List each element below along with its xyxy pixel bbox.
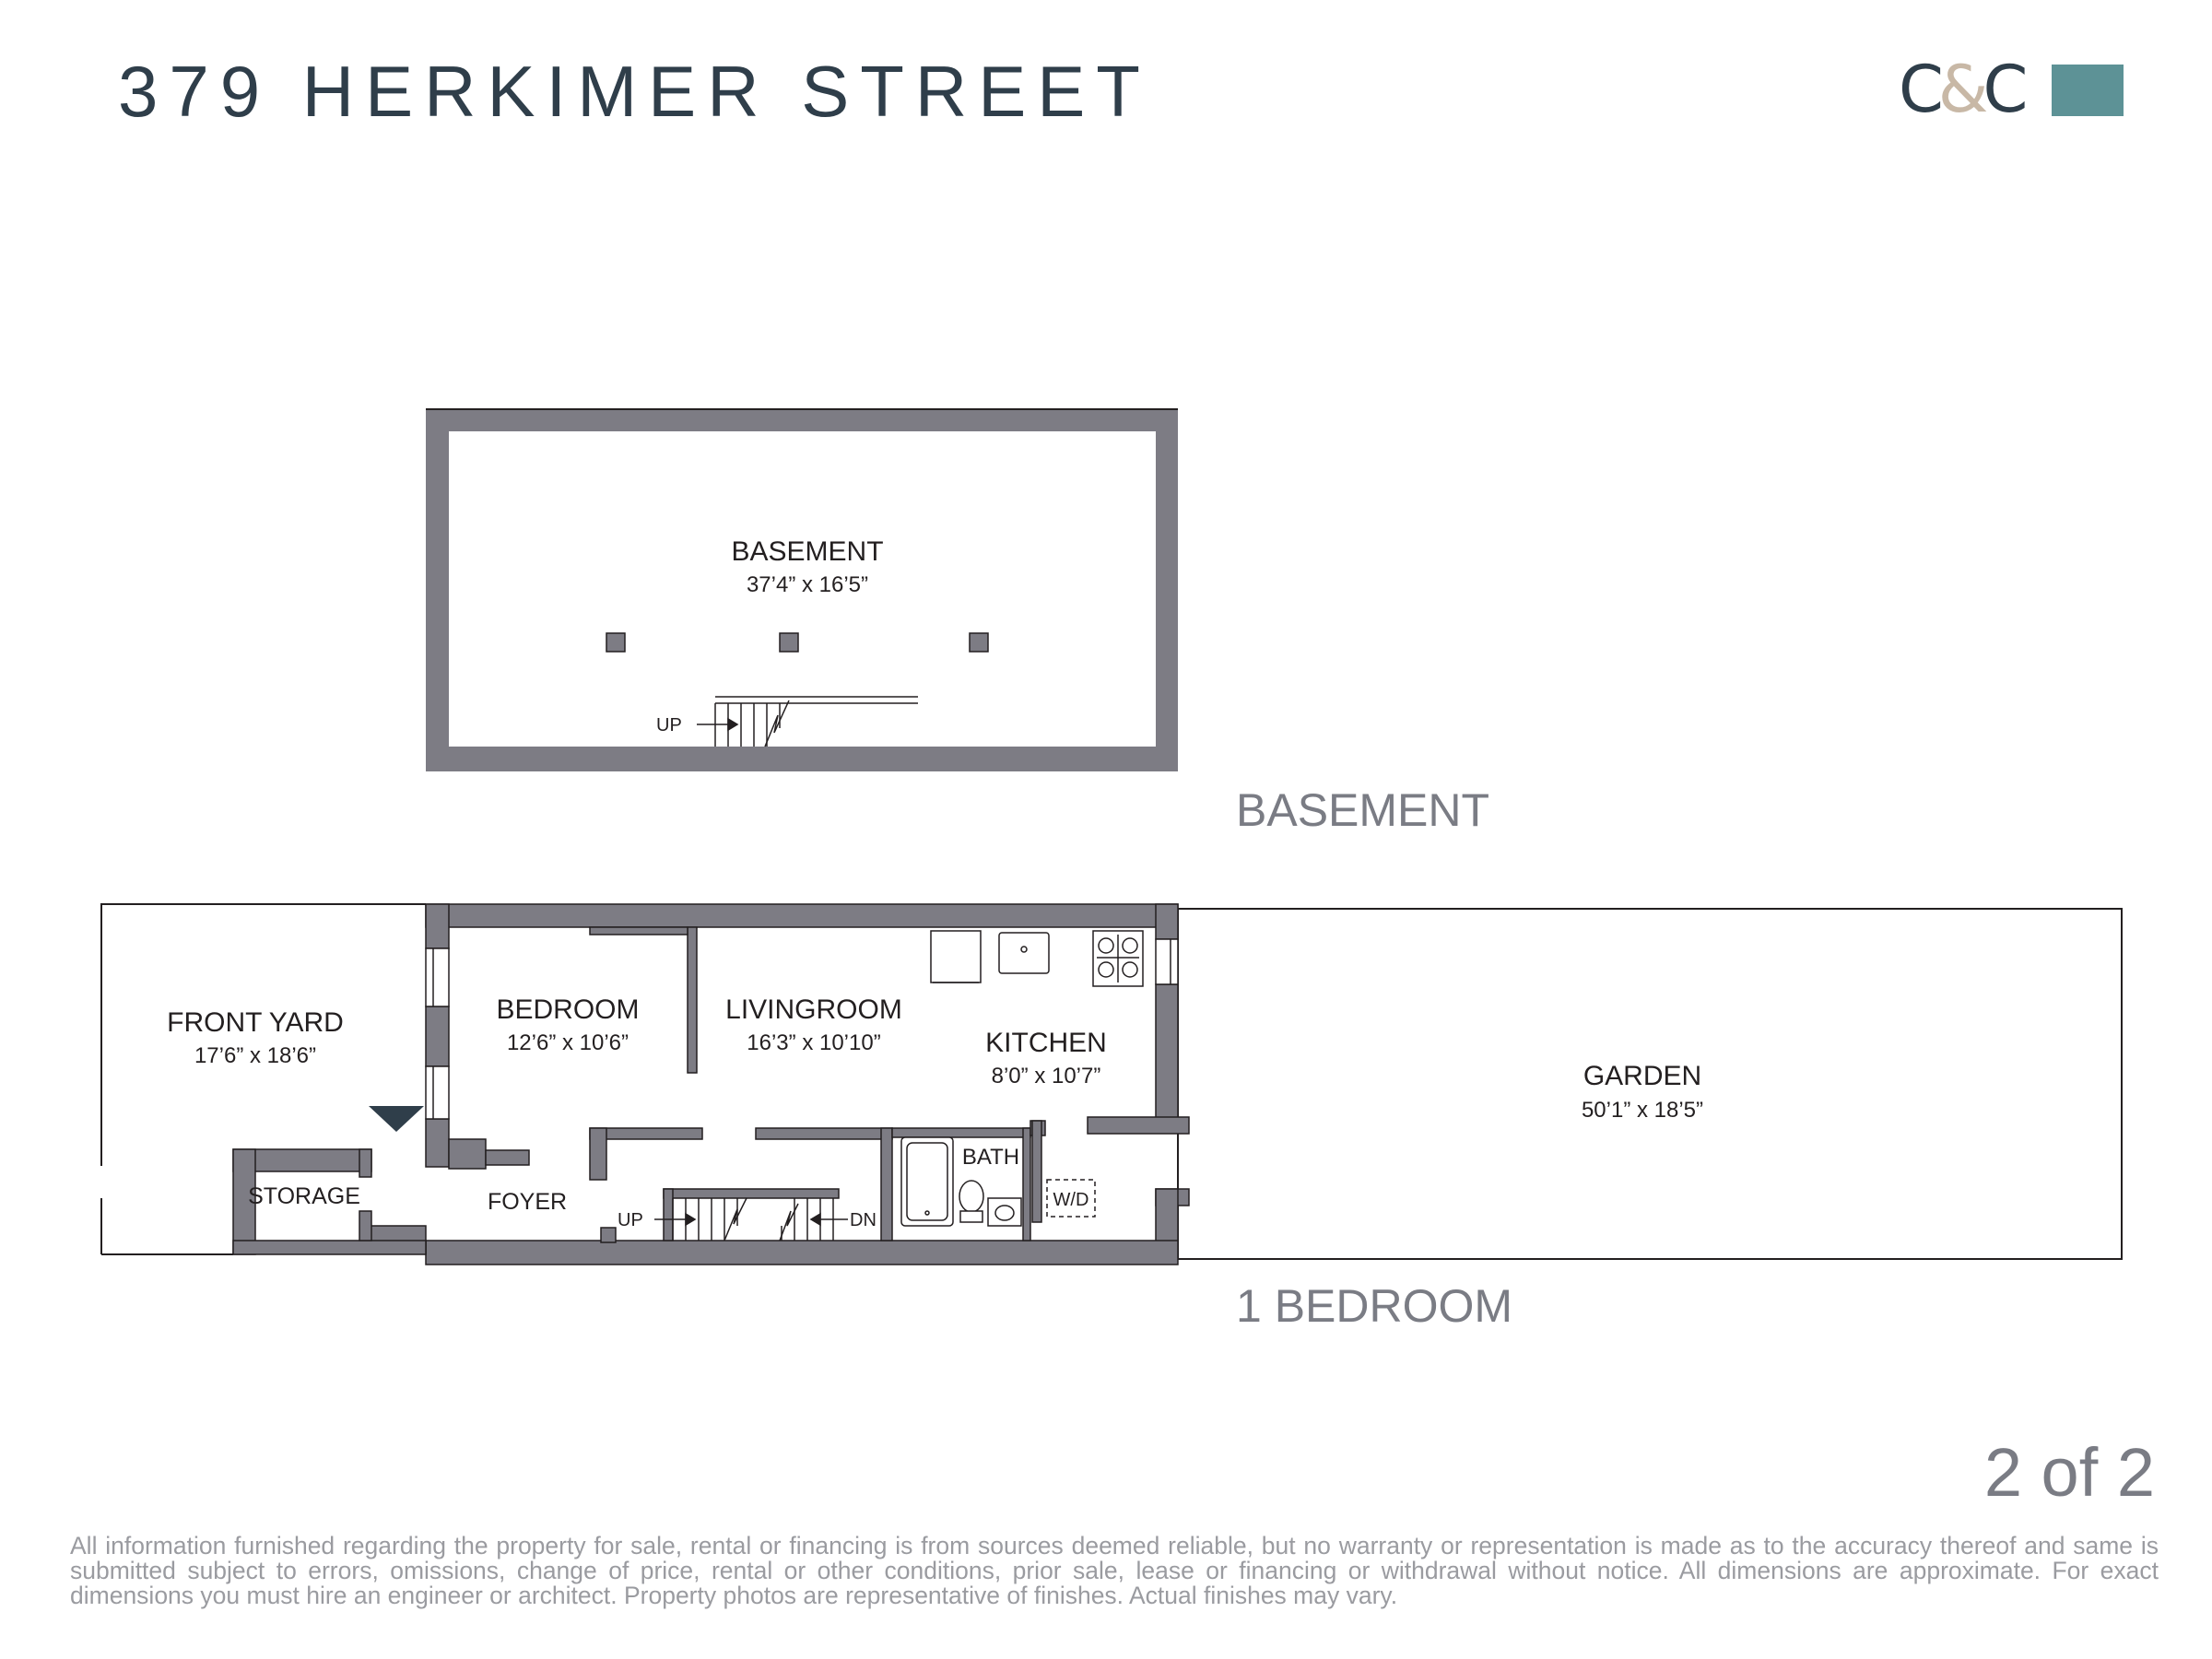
page-number: 2 of 2: [1983, 1434, 2155, 1511]
bedroom-dims: 12’6” x 10’6”: [507, 1030, 629, 1055]
front-yard-outline: [100, 903, 426, 1166]
stair-down-label: DN: [850, 1210, 877, 1230]
basement-room-name: BASEMENT: [731, 536, 883, 567]
toilet-icon: [959, 1180, 984, 1213]
front-yard-name: FRONT YARD: [167, 1007, 344, 1038]
entry-marker-icon: [369, 1106, 424, 1132]
logo-ampersand: &: [1937, 52, 1989, 127]
column: [779, 632, 799, 653]
logo-c2: C: [1983, 52, 2028, 127]
fridge-icon: [930, 930, 982, 983]
windows: [425, 938, 1179, 1120]
column: [969, 632, 989, 653]
basement-floor-label: BASEMENT: [1236, 784, 1490, 836]
garden-dims: 50’1” x 18’5”: [1582, 1098, 1703, 1123]
kitchen-fixtures: [930, 930, 1144, 987]
basement-plan: UP BASEMENT 37’4” x 16’5”: [426, 408, 1178, 771]
first-floor-plan: FRONT YARD 17’6” x 18’6” BEDROOM 12’6” x…: [100, 903, 2123, 1265]
storage-name: STORAGE: [248, 1183, 360, 1209]
logo-square: [2052, 65, 2124, 116]
bedroom-name: BEDROOM: [496, 994, 639, 1025]
basement-room-dims: 37’4” x 16’5”: [747, 572, 868, 597]
sink-icon: [998, 932, 1050, 974]
interior-walls: [232, 903, 1190, 1265]
logo-wordmark: C&C: [1899, 57, 2028, 122]
front-yard-dims: 17’6” x 18’6”: [194, 1043, 316, 1068]
kitchen-dims: 8’0” x 10’7”: [992, 1064, 1101, 1088]
bath-name: BATH: [962, 1145, 1019, 1170]
column: [606, 632, 626, 653]
livingroom-name: LIVINGROOM: [725, 994, 902, 1025]
wd-name: W/D: [1053, 1190, 1089, 1210]
livingroom-dims: 16’3” x 10’10”: [747, 1030, 880, 1055]
brand-logo: C&C: [1899, 57, 2129, 122]
bath-fixtures: [900, 1136, 1022, 1227]
basement-stair-label: UP: [656, 715, 682, 735]
first-floor-label: 1 BEDROOM: [1236, 1280, 1513, 1332]
page-title: 379 HERKIMER STREET: [118, 51, 1151, 132]
stair-up-label: UP: [618, 1210, 643, 1230]
first-floor-stairs: [654, 1197, 848, 1241]
washer-dryer-box: [1046, 1179, 1096, 1218]
logo-c1: C: [1899, 52, 1944, 127]
kitchen-name: KITCHEN: [985, 1028, 1107, 1058]
basement-stairs: [697, 696, 918, 747]
garden-name: GARDEN: [1583, 1061, 1701, 1091]
foyer-name: FOYER: [488, 1189, 567, 1215]
disclaimer: All information furnished regarding the …: [70, 1532, 2159, 1609]
